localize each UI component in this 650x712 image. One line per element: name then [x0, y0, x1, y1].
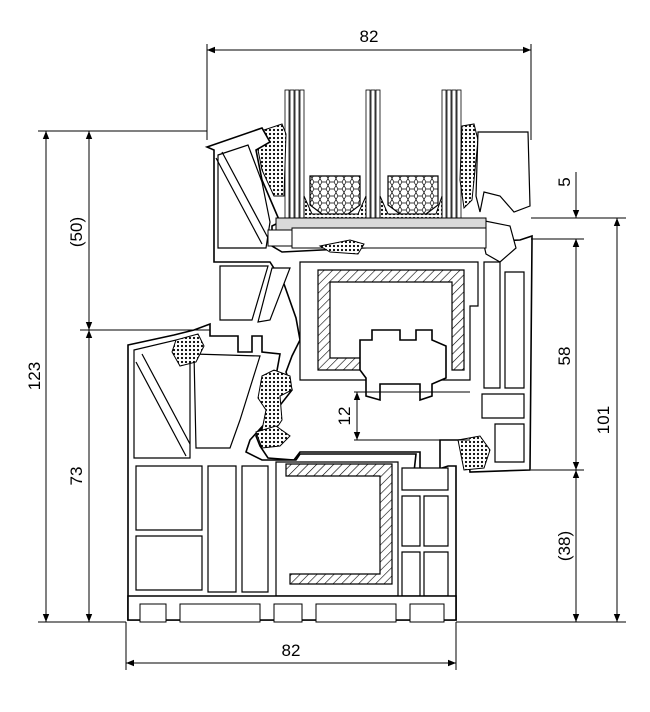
- hardware-groove: [359, 329, 447, 402]
- dim-outer-height: 101: [594, 406, 613, 434]
- dim-top-width: 82: [360, 27, 379, 46]
- dim-sash-depth: 58: [555, 347, 574, 366]
- dim-lower-height: (38): [555, 531, 574, 561]
- dim-sash-height: (50): [67, 217, 86, 247]
- dimension-labels: 82 82 123 (50) 73 5 12 58 101 (38): [25, 27, 613, 660]
- dim-total-height: 123: [25, 362, 44, 390]
- dim-overlap: 12: [335, 407, 354, 426]
- triple-glazing: [284, 89, 462, 221]
- glass-pane-middle: [365, 89, 381, 221]
- frame-seals: [171, 333, 491, 471]
- dimension-lines: [38, 44, 626, 670]
- sash-steel-reinforcement: [317, 269, 465, 371]
- glazing-block: [267, 217, 487, 255]
- glass-pane-outer: [284, 89, 305, 221]
- dim-bottom-width: 82: [282, 641, 301, 660]
- sash-profile: [204, 127, 533, 473]
- frame-steel-reinforcement: [285, 463, 393, 585]
- dim-frame-height: 73: [67, 467, 86, 486]
- glass-pane-inner: [441, 89, 462, 221]
- dim-glass-rebate: 5: [555, 177, 574, 186]
